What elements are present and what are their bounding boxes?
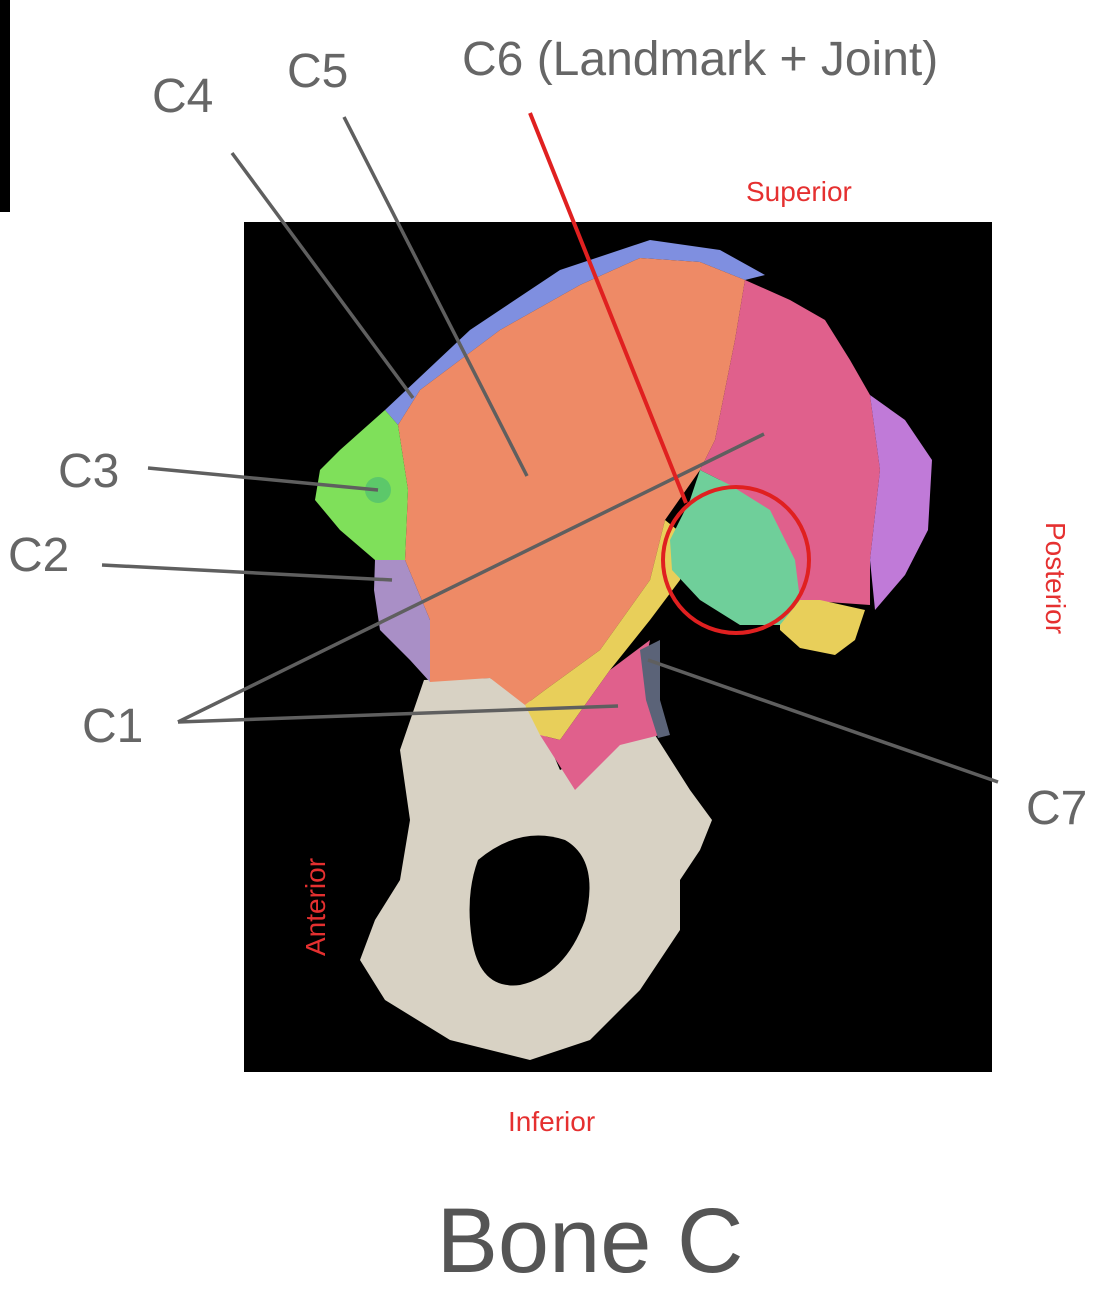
leader-c7 xyxy=(647,658,999,784)
figure-title: Bone C xyxy=(437,1190,744,1292)
callout-c5: C5 xyxy=(287,45,348,98)
region-c6 xyxy=(670,470,800,625)
leader-c6 xyxy=(528,112,688,504)
callout-c4: C4 xyxy=(152,70,213,123)
callout-c2: C2 xyxy=(8,529,69,582)
leader-c1-lower xyxy=(177,704,619,724)
region-c3 xyxy=(315,410,408,560)
foramen-hole xyxy=(469,835,590,986)
callout-c7: C7 xyxy=(1026,782,1087,835)
orientation-posterior: Posterior xyxy=(1040,522,1071,634)
callout-c3: C3 xyxy=(58,445,119,498)
c6-highlight-circle xyxy=(661,485,811,635)
leader-c1-upper xyxy=(177,432,765,724)
leader-c4 xyxy=(230,151,415,400)
leader-c3 xyxy=(147,466,379,492)
region-c4 xyxy=(385,240,765,425)
region-articular-band xyxy=(525,520,690,740)
orientation-superior: Superior xyxy=(746,176,852,207)
orientation-anterior: Anterior xyxy=(300,858,331,956)
region-posterior-purple xyxy=(870,395,932,610)
region-c7 xyxy=(640,640,670,738)
callout-c6: C6 (Landmark + Joint) xyxy=(462,33,938,86)
region-articular-band-posterior xyxy=(780,600,865,655)
leader-c2 xyxy=(101,563,393,582)
leader-c5 xyxy=(342,116,529,477)
callout-c1: C1 xyxy=(82,700,143,753)
edge-black-bar xyxy=(0,0,10,212)
region-c5 xyxy=(398,258,745,705)
region-c1-lower xyxy=(540,640,660,790)
orientation-inferior: Inferior xyxy=(508,1106,595,1137)
region-c2 xyxy=(374,560,430,682)
